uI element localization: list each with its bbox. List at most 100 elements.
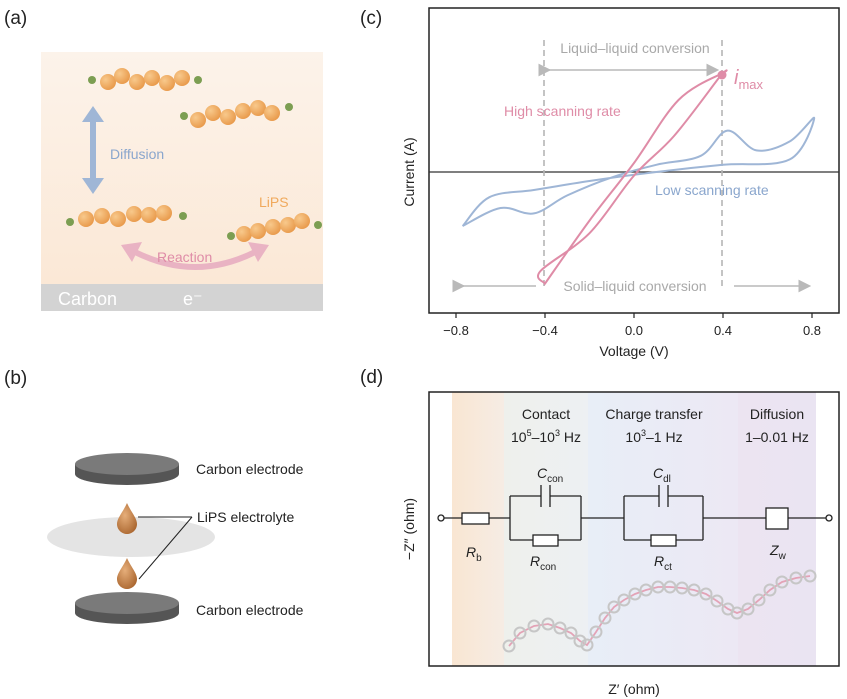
cdl-label: Cdl [653,465,671,485]
lips-end-atom [194,76,202,84]
contact-header: Contact [522,406,570,422]
lips-bead [235,103,251,119]
nyquist-point [573,634,587,648]
lips-bead [236,226,252,242]
lips-end-atom [314,221,322,229]
high-scan-rate-curve [537,69,728,286]
lips-end-atom [179,212,187,220]
rcon-label: Rcon [530,553,556,573]
bottom-electrode-label: Carbon electrode [196,602,304,618]
electrolyte-leader-2 [138,516,193,580]
nyquist-point [639,583,653,597]
lips-bead [144,70,160,86]
nyquist-point [675,581,689,595]
nyquist-point [598,611,612,625]
electrolyte-layer [47,517,215,557]
nyquist-point [527,619,541,633]
reaction-label: Reaction [157,249,212,265]
nyquist-point [710,594,724,608]
lips-bead [78,211,94,227]
x-axis-label: Voltage (V) [599,343,668,359]
lips-chain-4 [227,213,322,242]
x-tick-label: 0.4 [714,323,732,338]
nyquist-point [607,600,621,614]
panel-b: Carbon electrode LiPS electrolyte Carbon… [47,453,304,624]
lips-chain-3 [66,205,187,227]
lips-bead [114,68,130,84]
lips-end-atom [285,103,293,111]
lips-end-atom [88,76,96,84]
lips-label: LiPS [259,194,289,210]
lips-bead [141,207,157,223]
reaction-arrow [121,242,269,270]
nyquist-point [513,626,527,640]
electrolyte-label: LiPS electrolyte [197,509,294,525]
nyquist-point [763,583,777,597]
imax-label: imax [734,67,764,92]
lips-bead [265,219,281,235]
ccon-label: Ccon [537,465,563,485]
lips-bead [94,208,110,224]
diffusion-label: Diffusion [110,146,164,162]
panel-c-label: (c) [360,8,382,29]
rct-label: Rct [654,553,672,573]
diffusion-header: Diffusion [750,406,804,422]
band-bulk [452,392,504,666]
nyquist-point [803,569,817,583]
lips-bead [156,205,172,221]
electron-label: e⁻ [183,289,203,309]
carbon-label: Carbon [58,289,117,309]
y-axis-label: Current (A) [401,137,417,206]
panel-d-diagram: Contact 105–103 Hz Charge transfer 103–1… [401,391,840,697]
diffusion-arrow [82,106,104,194]
nyquist-point [502,639,516,653]
lips-chain-2 [180,100,293,128]
lips-bead [110,211,126,227]
nyquist-point [699,587,713,601]
top-electrode-label: Carbon electrode [196,461,304,477]
zw-label: Zw [769,542,787,562]
droplet-lower [117,558,137,589]
charge-transfer-header: Charge transfer [605,406,703,422]
liquid-liquid-label: Liquid–liquid conversion [560,40,709,56]
lips-bead [294,213,310,229]
band-charge-transfer [588,392,738,666]
carbon-bar [41,284,323,311]
panel-d-label: (d) [360,367,383,388]
nyquist-point [628,587,642,601]
nyquist-point [553,621,567,635]
nyquist-point [589,625,603,639]
nyquist-point [775,575,789,589]
panel-d-y-label: −Z″ (ohm) [401,498,417,560]
nyquist-point [730,606,744,620]
nyquist-point [789,571,803,585]
x-tick-label: 0.8 [803,323,821,338]
droplet-upper [117,503,137,534]
panel-a-label: (a) [4,8,27,29]
nyquist-point [617,593,631,607]
lips-bead [129,74,145,90]
lips-bead [250,223,266,239]
nyquist-point [752,593,766,607]
low-rate-label: Low scanning rate [655,182,769,198]
lips-end-atom [227,232,235,240]
lips-bead [264,105,280,121]
contact-frequency: 105–103 Hz [511,428,581,445]
lips-bead [250,100,266,116]
high-rate-label: High scanning rate [504,103,621,119]
x-tick-label: −0.8 [443,323,469,338]
panel-c-chart: Liquid–liquid conversion Solid–liquid co… [401,7,840,359]
x-tick-label: 0.0 [625,323,643,338]
lips-bead [220,109,236,125]
lips-end-atom [180,112,188,120]
nyquist-point [741,602,755,616]
rb-label: Rb [466,544,482,564]
lips-bead [174,70,190,86]
lips-bead [126,206,142,222]
imax-marker [717,70,727,80]
panel-b-label: (b) [4,368,27,389]
top-carbon-electrode [75,453,179,485]
nyquist-point [663,580,677,594]
lips-end-atom [66,218,74,226]
